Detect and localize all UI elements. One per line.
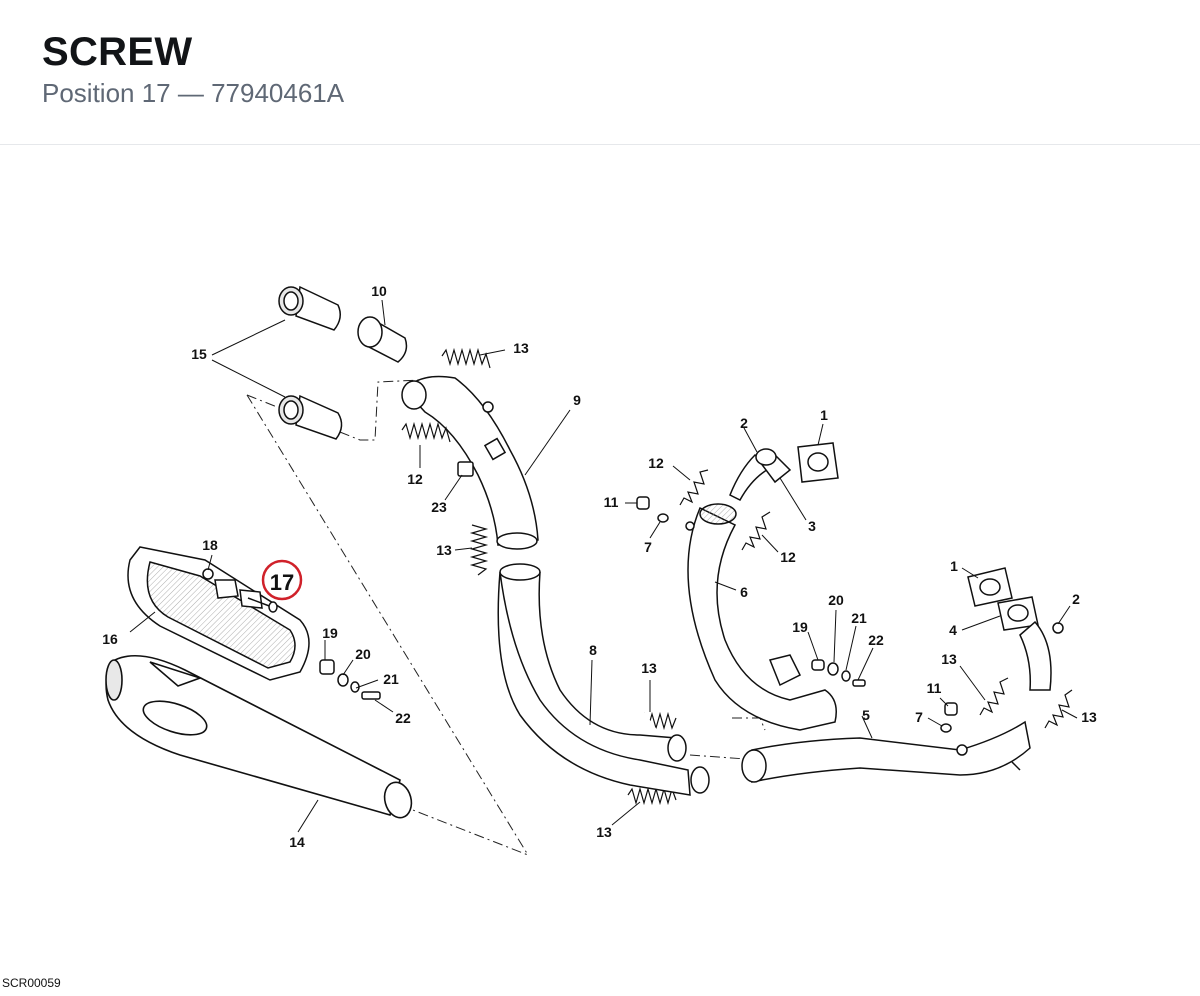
part-2-gasket-upper — [755, 448, 777, 466]
callout-21: 21 — [851, 610, 867, 626]
callout-11: 11 — [927, 680, 942, 696]
callout-12: 12 — [648, 455, 664, 471]
part-6-mid-pipe — [687, 503, 837, 731]
part-10-sleeve — [357, 316, 408, 363]
callout-labels: 15 10 13 9 12 23 13 18 16 19 20 21 22 14… — [102, 283, 1097, 850]
part-9-header-pipe — [401, 375, 539, 550]
callout-2: 2 — [1072, 591, 1080, 607]
part-8-header-pipe — [497, 563, 710, 796]
page-subtitle: Position 17 — 77940461A — [42, 78, 345, 108]
part-11-bolt-center — [636, 496, 650, 510]
callout-21: 21 — [383, 671, 399, 687]
spring-13-top — [441, 347, 491, 369]
diagram-code: SCR00059 — [2, 976, 61, 990]
spring-12-right — [741, 511, 771, 551]
callout-1: 1 — [820, 407, 828, 423]
callout-22: 22 — [395, 710, 411, 726]
callout-1: 1 — [950, 558, 958, 574]
hardware-stack-right — [811, 659, 866, 687]
part-4-elbow-right — [997, 596, 1052, 691]
spring-13-right-a — [979, 677, 1009, 716]
part-11-bolt-right — [940, 702, 958, 733]
part-15-inlet-cone-upper — [278, 285, 341, 331]
leader-lines — [129, 299, 1078, 833]
callout-23: 23 — [431, 499, 447, 515]
part-16-heat-shield — [127, 546, 310, 681]
callout-5: 5 — [862, 707, 870, 723]
callout-2: 2 — [740, 415, 748, 431]
callout-19: 19 — [792, 619, 808, 635]
callout-12: 12 — [780, 549, 796, 565]
callout-12: 12 — [407, 471, 423, 487]
spring-13-right-b — [1044, 689, 1073, 729]
part-5-collector-pipe — [741, 720, 1031, 783]
part-14-silencer — [105, 654, 413, 819]
exploded-parts-diagram: 17 15 10 13 9 12 23 13 18 16 19 20 21 22… — [0, 146, 1200, 991]
callout-6: 6 — [740, 584, 748, 600]
callout-19: 19 — [322, 625, 338, 641]
callout-17[interactable]: 17 — [270, 570, 294, 595]
callout-8: 8 — [589, 642, 597, 658]
part-17-screw[interactable] — [247, 597, 278, 613]
part-1-flange-upper — [797, 442, 839, 483]
callout-13: 13 — [941, 651, 957, 667]
callout-20: 20 — [355, 646, 371, 662]
part-7-washer-center — [657, 513, 695, 531]
part-23-clip — [457, 461, 474, 477]
hardware-stack-left — [319, 659, 381, 700]
callout-20: 20 — [828, 592, 844, 608]
callout-3: 3 — [808, 518, 816, 534]
callout-9: 9 — [573, 392, 581, 408]
page-header: SCREW Position 17 — 77940461A — [0, 0, 1200, 145]
callout-13: 13 — [641, 660, 657, 676]
part-15-inlet-cone-lower — [278, 394, 343, 440]
spring-12-left — [401, 421, 451, 443]
callout-4: 4 — [949, 622, 957, 638]
callout-14: 14 — [289, 834, 305, 850]
callout-13: 13 — [513, 340, 529, 356]
page-title: SCREW — [42, 30, 193, 74]
part-2-nut-right — [1052, 622, 1064, 634]
callout-10: 10 — [371, 283, 387, 299]
spring-12-center — [679, 469, 709, 506]
callout-7: 7 — [915, 709, 923, 725]
callout-13: 13 — [436, 542, 452, 558]
callout-16: 16 — [102, 631, 118, 647]
part-1-flange-right — [967, 567, 1013, 607]
callout-11: 11 — [604, 494, 619, 510]
spring-13-mid — [469, 524, 489, 576]
exhaust-system-drawing: 17 15 10 13 9 12 23 13 18 16 19 20 21 22… — [102, 283, 1097, 856]
spring-13-bottom-lower — [627, 786, 677, 806]
callout-7: 7 — [644, 539, 652, 555]
callout-15: 15 — [191, 346, 207, 362]
callout-18: 18 — [202, 537, 218, 553]
callout-22: 22 — [868, 632, 884, 648]
callout-13: 13 — [1081, 709, 1097, 725]
callout-13: 13 — [596, 824, 612, 840]
highlight-ring-17[interactable] — [261, 559, 303, 601]
